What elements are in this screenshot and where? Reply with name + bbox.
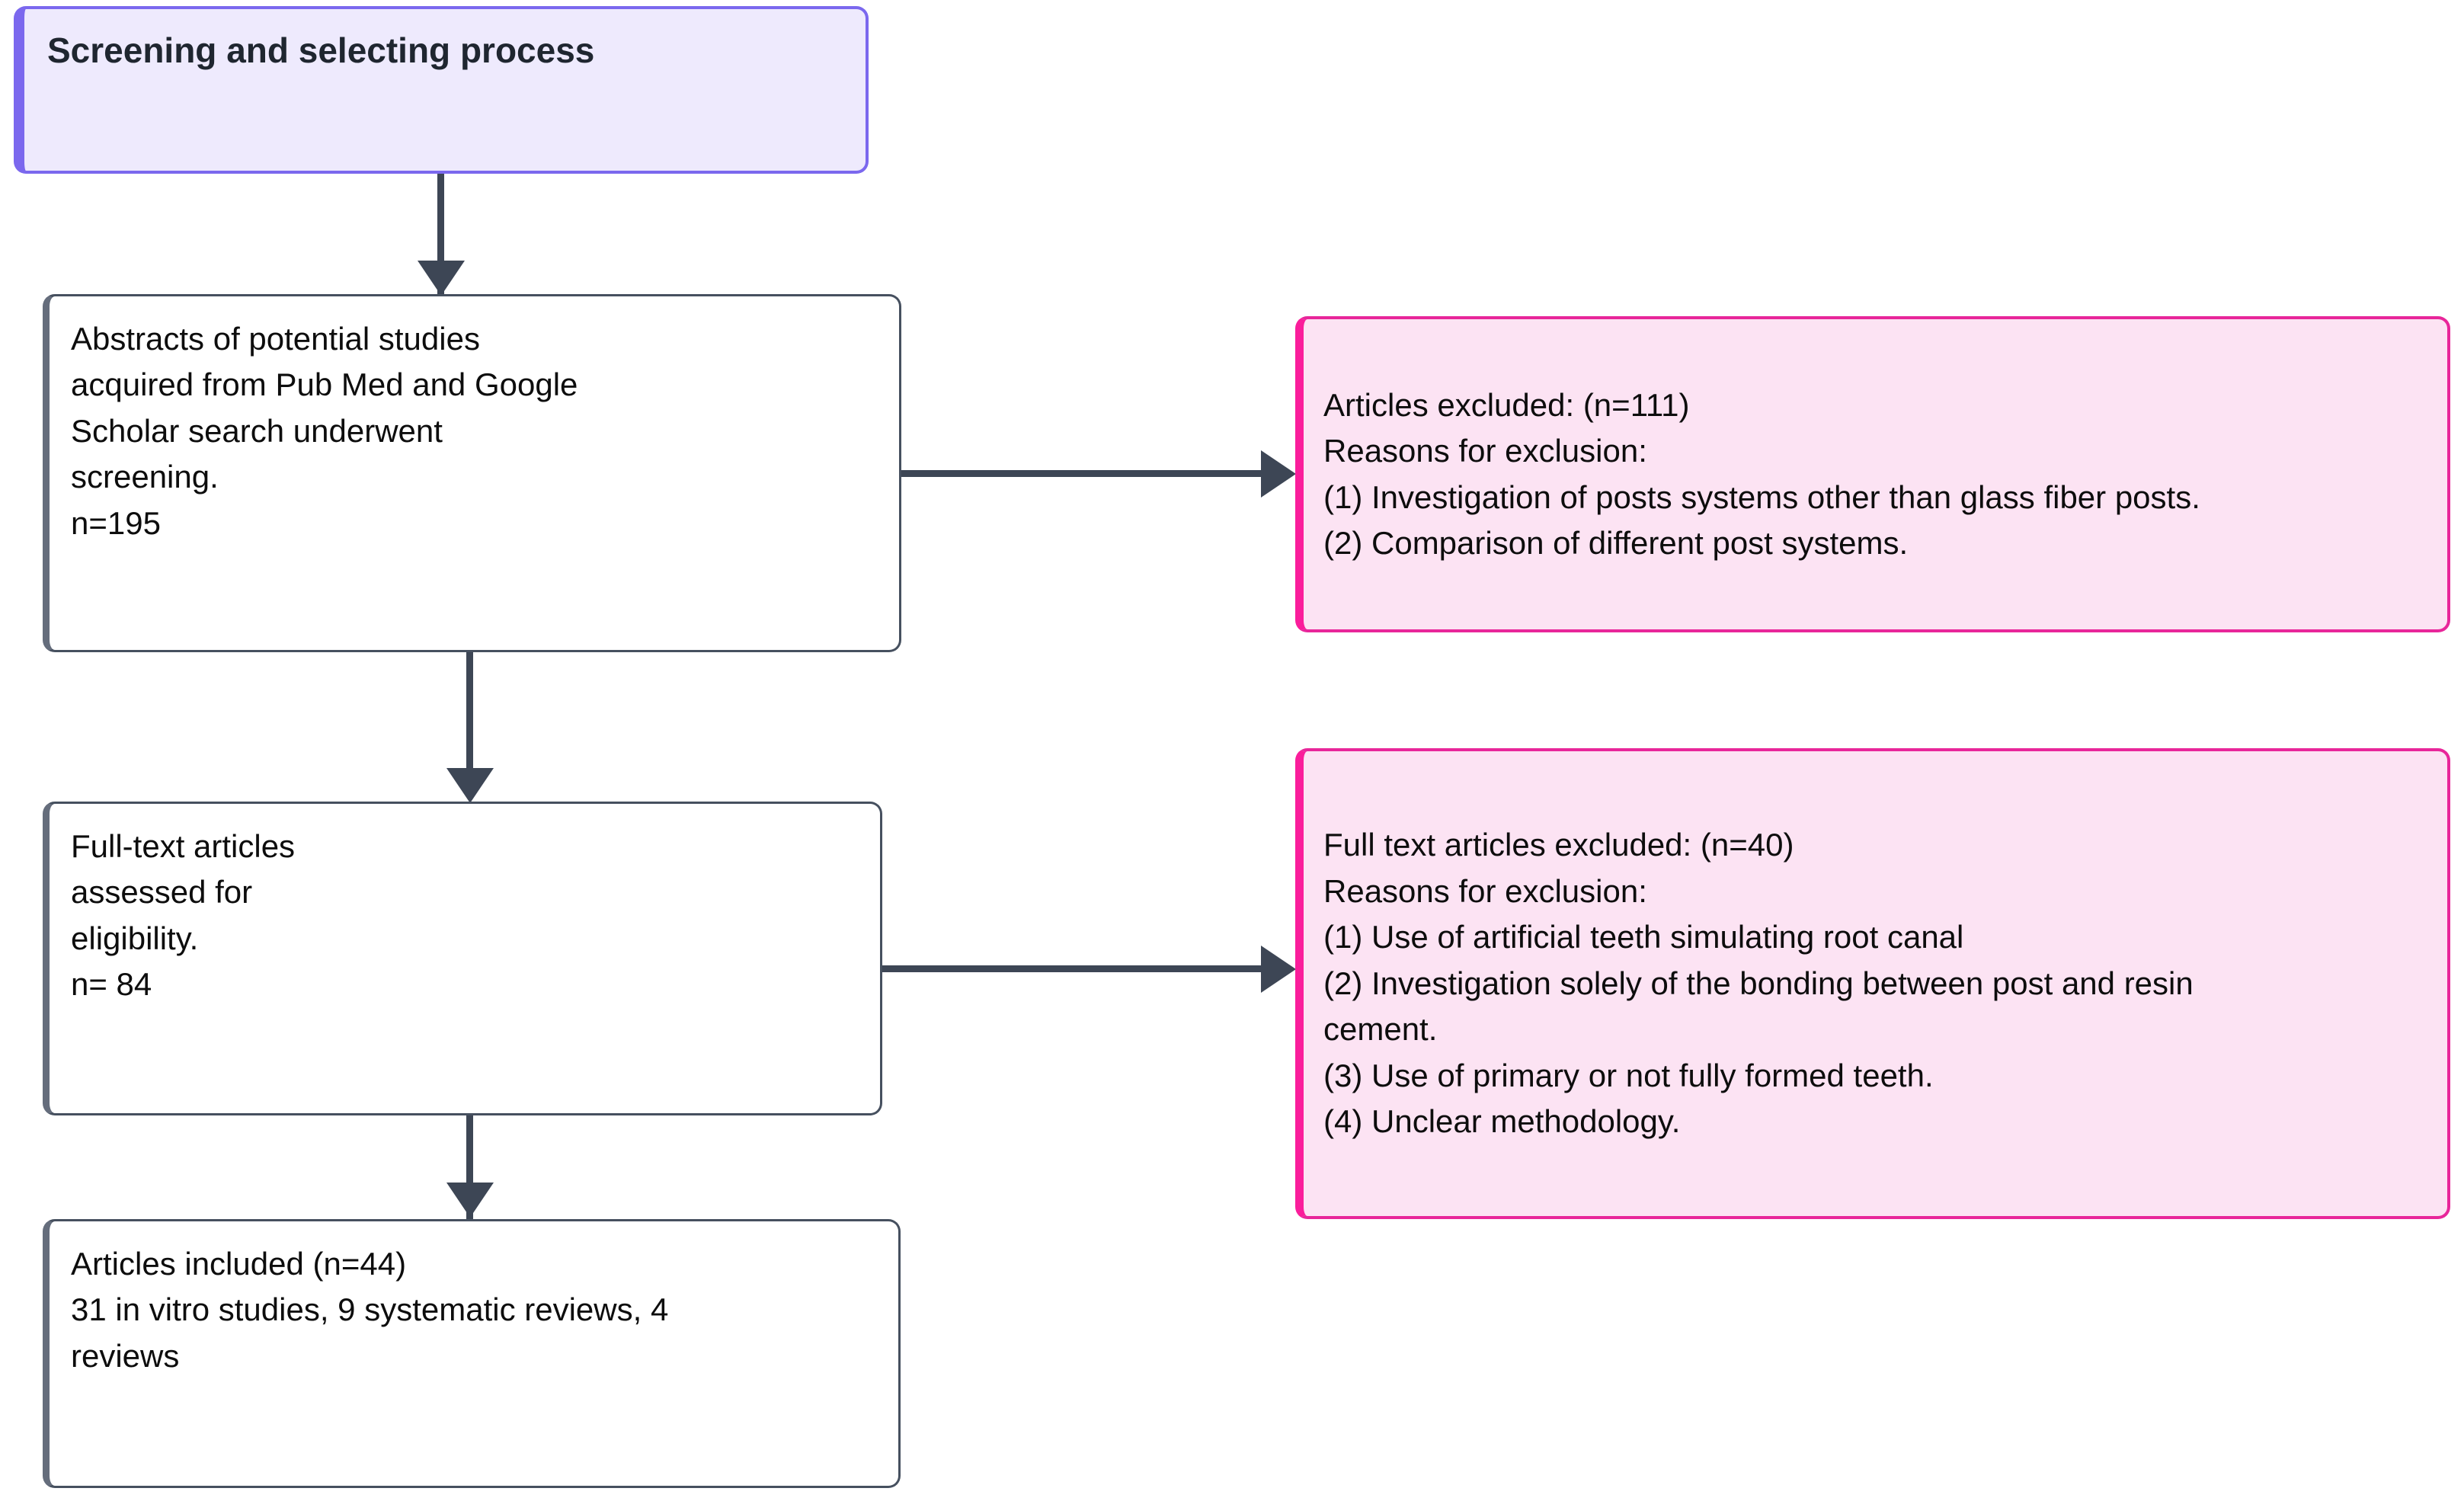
arrowhead-down-icon [418, 261, 465, 296]
node-fulltext-articles-excluded[interactable]: Full text articles excluded: (n=40) Reas… [1295, 748, 2450, 1219]
node-excluded-fulltext-label: Full text articles excluded: (n=40) Reas… [1323, 827, 2194, 1140]
node-articles-included[interactable]: Articles included (n=44) 31 in vitro stu… [43, 1219, 901, 1488]
edge-line [466, 652, 473, 783]
arrowhead-right-icon [1261, 946, 1296, 993]
arrowhead-down-icon [446, 1183, 494, 1218]
edge-line [466, 1115, 473, 1221]
node-fulltext-label: Full-text articles assessed for eligibil… [71, 828, 296, 1003]
node-abstracts-screening[interactable]: Abstracts of potential studies acquired … [43, 294, 901, 652]
node-included-label: Articles included (n=44) 31 in vitro stu… [71, 1246, 669, 1374]
node-excluded-abstracts-label: Articles excluded: (n=111) Reasons for e… [1323, 386, 2200, 561]
node-screening-and-selecting-process[interactable]: Screening and selecting process [14, 6, 869, 174]
arrowhead-right-icon [1261, 450, 1296, 498]
node-articles-excluded[interactable]: Articles excluded: (n=111) Reasons for e… [1295, 316, 2450, 632]
node-screening-label: Abstracts of potential studies acquired … [71, 321, 578, 541]
node-header-label: Screening and selecting process [47, 30, 595, 70]
edge-line [882, 965, 1266, 972]
node-fulltext-assessed[interactable]: Full-text articles assessed for eligibil… [43, 802, 882, 1115]
arrowhead-down-icon [446, 768, 494, 803]
edge-line [437, 174, 444, 296]
edge-line [901, 470, 1266, 477]
